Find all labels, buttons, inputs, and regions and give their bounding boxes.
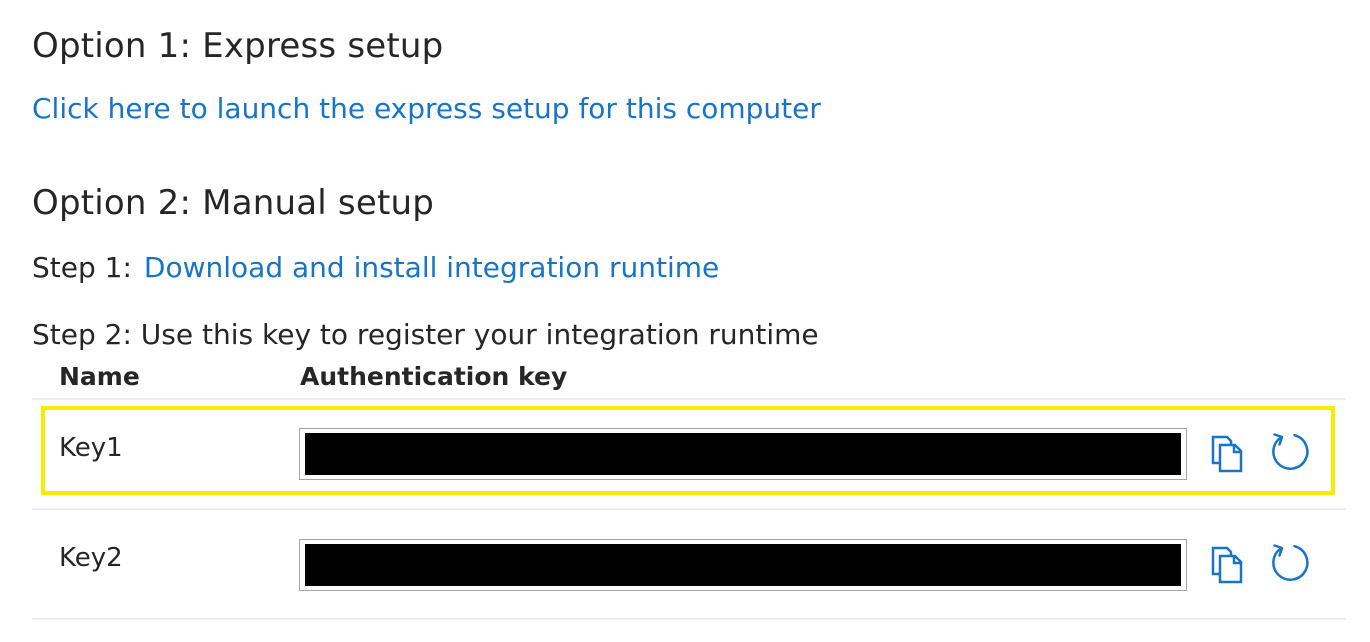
key-name: Key2: [59, 543, 123, 573]
copy-icon: [1211, 546, 1243, 584]
auth-key-field-1[interactable]: [299, 428, 1187, 480]
regenerate-key2-button[interactable]: [1270, 543, 1310, 583]
refresh-icon: [1272, 433, 1309, 470]
integration-runtime-setup-panel: Option 1: Express setup Click here to la…: [32, 0, 1346, 642]
express-setup-link[interactable]: Click here to launch the express setup f…: [32, 92, 821, 125]
redacted-key: [305, 433, 1181, 475]
step-1: Step 1: Download and install integration …: [32, 251, 719, 284]
copy-icon: [1211, 435, 1243, 473]
auth-key-column-header: Authentication key: [300, 362, 568, 391]
regenerate-key1-button[interactable]: [1270, 432, 1310, 472]
key-row-2: Key2: [32, 508, 1346, 620]
express-setup-heading: Option 1: Express setup: [32, 26, 444, 66]
redacted-key: [305, 544, 1181, 586]
step-1-label: Step 1:: [32, 251, 132, 284]
manual-setup-heading: Option 2: Manual setup: [32, 183, 435, 223]
download-runtime-link[interactable]: Download and install integration runtime: [143, 251, 720, 284]
auth-key-field-2[interactable]: [299, 539, 1187, 591]
key-name: Key1: [59, 433, 123, 463]
copy-key2-button[interactable]: [1207, 544, 1247, 584]
name-column-header: Name: [59, 362, 140, 391]
copy-key1-button[interactable]: [1207, 433, 1247, 473]
refresh-icon: [1272, 544, 1309, 581]
key-row-1: Key1: [32, 398, 1346, 508]
step-2-label: Step 2: Use this key to register your in…: [32, 318, 819, 351]
